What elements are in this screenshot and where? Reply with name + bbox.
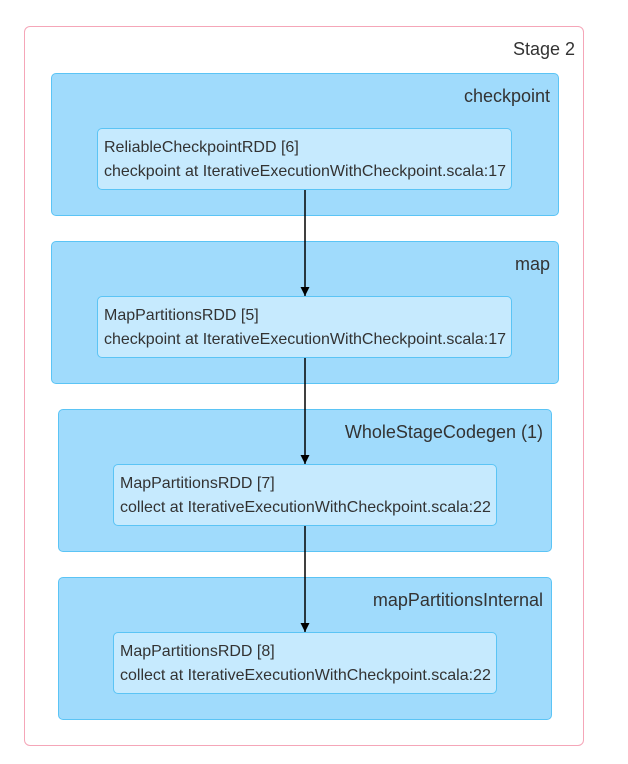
cluster-title: mapPartitionsInternal [372, 590, 543, 610]
rdd-callsite: collect at IterativeExecutionWithCheckpo… [120, 499, 491, 516]
rdd-name: ReliableCheckpointRDD [6] [104, 139, 299, 156]
rdd-node-map-partitions-5[interactable]: MapPartitionsRDD [5] checkpoint at Itera… [97, 296, 512, 358]
stage-title: Stage 2 [512, 39, 575, 59]
rdd-name: MapPartitionsRDD [7] [120, 475, 275, 492]
cluster-title: WholeStageCodegen (1) [344, 422, 543, 442]
rdd-callsite: checkpoint at IterativeExecutionWithChec… [104, 331, 506, 348]
rdd-name: MapPartitionsRDD [5] [104, 307, 259, 324]
cluster-title: map [514, 254, 550, 274]
rdd-node-reliable-checkpoint-6[interactable]: ReliableCheckpointRDD [6] checkpoint at … [97, 128, 512, 190]
rdd-node-map-partitions-7[interactable]: MapPartitionsRDD [7] collect at Iterativ… [113, 464, 497, 526]
rdd-name: MapPartitionsRDD [8] [120, 643, 275, 660]
rdd-callsite: collect at IterativeExecutionWithCheckpo… [120, 667, 491, 684]
rdd-callsite: checkpoint at IterativeExecutionWithChec… [104, 163, 506, 180]
rdd-node-map-partitions-8[interactable]: MapPartitionsRDD [8] collect at Iterativ… [113, 632, 497, 694]
cluster-title: checkpoint [463, 86, 550, 106]
